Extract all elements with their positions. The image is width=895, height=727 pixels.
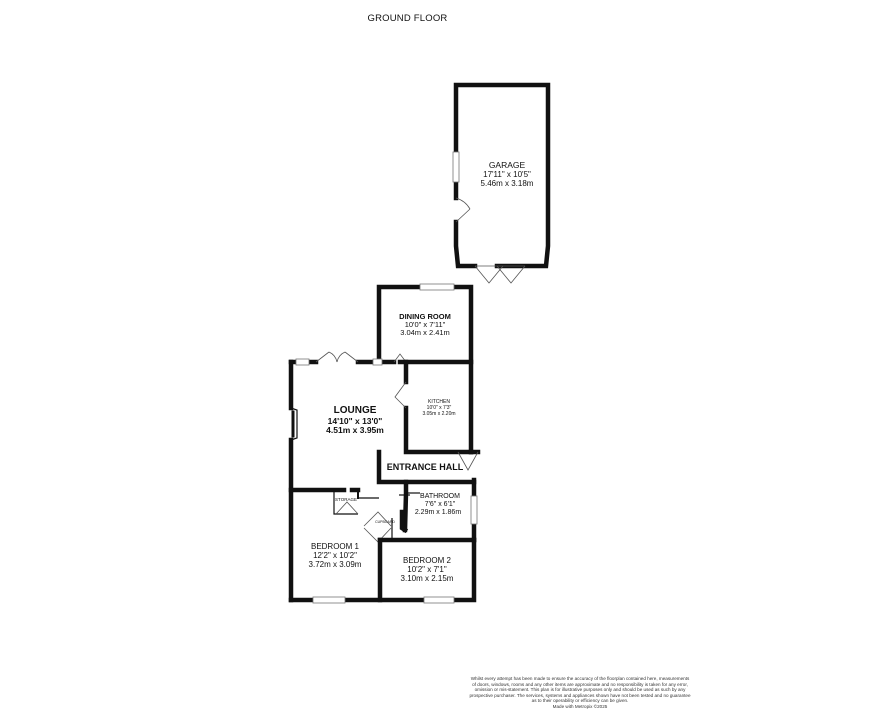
bathroom-imperial: 7'6" x 6'1": [425, 501, 456, 508]
disclaimer: Whilst every attempt has been made to en…: [455, 676, 705, 709]
kitchen-name: KITCHEN: [428, 399, 450, 405]
dining-room-name: DINING ROOM: [399, 312, 451, 321]
lounge-name: LOUNGE: [334, 405, 377, 416]
kitchen-metric: 3.05m x 2.20m: [422, 411, 455, 417]
floor-title: GROUND FLOOR: [367, 13, 448, 24]
disclaimer-line: Whilst every attempt has been made to en…: [470, 676, 690, 681]
garage-walls: [452, 82, 551, 284]
disclaimer-line: of doors, windows, rooms and any other i…: [472, 681, 688, 687]
entrance-hall-name: ENTRANCE HALL: [387, 462, 464, 472]
garage-imperial: 17'11" x 10'5": [483, 170, 531, 179]
dining-room-imperial: 10'0" x 7'11": [405, 320, 446, 329]
cupboard-name: CUPBOARD: [375, 520, 395, 524]
disclaimer-line: as to their operability or efficiency ca…: [531, 698, 629, 703]
bedroom-1-name: BEDROOM 1: [311, 542, 360, 551]
kitchen-imperial: 10'0" x 7'3": [427, 405, 452, 411]
dining-room-metric: 3.04m x 2.41m: [400, 328, 450, 337]
garage-name: GARAGE: [489, 160, 526, 170]
bedroom-2-name: BEDROOM 2: [403, 556, 452, 565]
garage-metric: 5.46m x 3.18m: [481, 179, 534, 188]
disclaimer-line: prospective purchaser. The services, sys…: [469, 692, 691, 698]
bedroom-2-imperial: 10'2" x 7'1": [407, 565, 447, 574]
lounge-imperial: 14'10" x 13'0": [328, 416, 383, 426]
bathroom-metric: 2.29m x 1.86m: [415, 509, 461, 516]
lounge-metric: 4.51m x 3.95m: [326, 425, 384, 435]
house-walls: [288, 283, 481, 604]
bedroom-2-metric: 3.10m x 2.15m: [401, 574, 454, 583]
disclaimer-line: omission or mis-statement. This plan is …: [474, 687, 686, 692]
bedroom-1-imperial: 12'2" x 10'2": [313, 551, 357, 560]
storage-name: STORAGE: [335, 497, 357, 502]
bathroom-name: BATHROOM: [420, 493, 460, 500]
disclaimer-line: Made with Metropix ©2025: [552, 703, 608, 709]
bedroom-1-metric: 3.72m x 3.09m: [309, 560, 362, 569]
